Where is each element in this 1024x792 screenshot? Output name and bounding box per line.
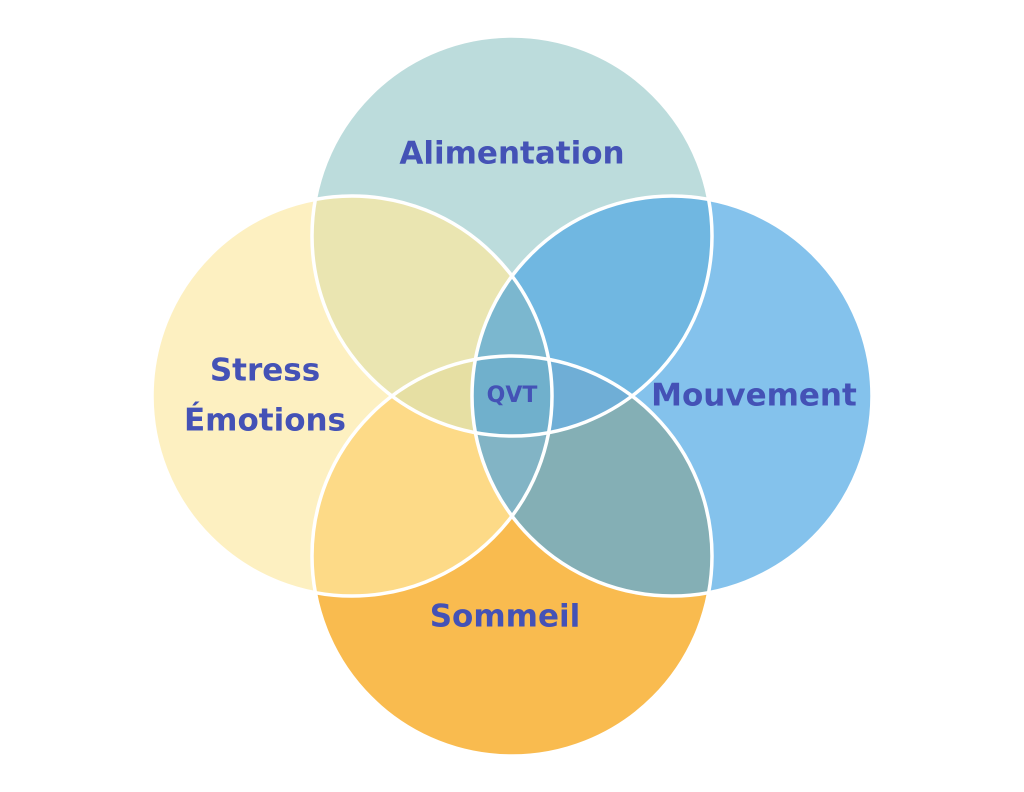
alimentation-label: Alimentation: [399, 136, 624, 172]
emotions-label: Émotions: [184, 403, 346, 439]
center-label: QVT: [487, 383, 538, 408]
stress-emotions-ring: [150, 194, 554, 598]
mouvement-ring: [470, 194, 874, 598]
alimentation-ring: [310, 34, 714, 438]
stress-label: Stress: [210, 353, 320, 389]
mouvement-label: Mouvement: [651, 378, 857, 414]
sommeil-label: Sommeil: [430, 599, 581, 635]
sommeil-ring: [310, 354, 714, 758]
